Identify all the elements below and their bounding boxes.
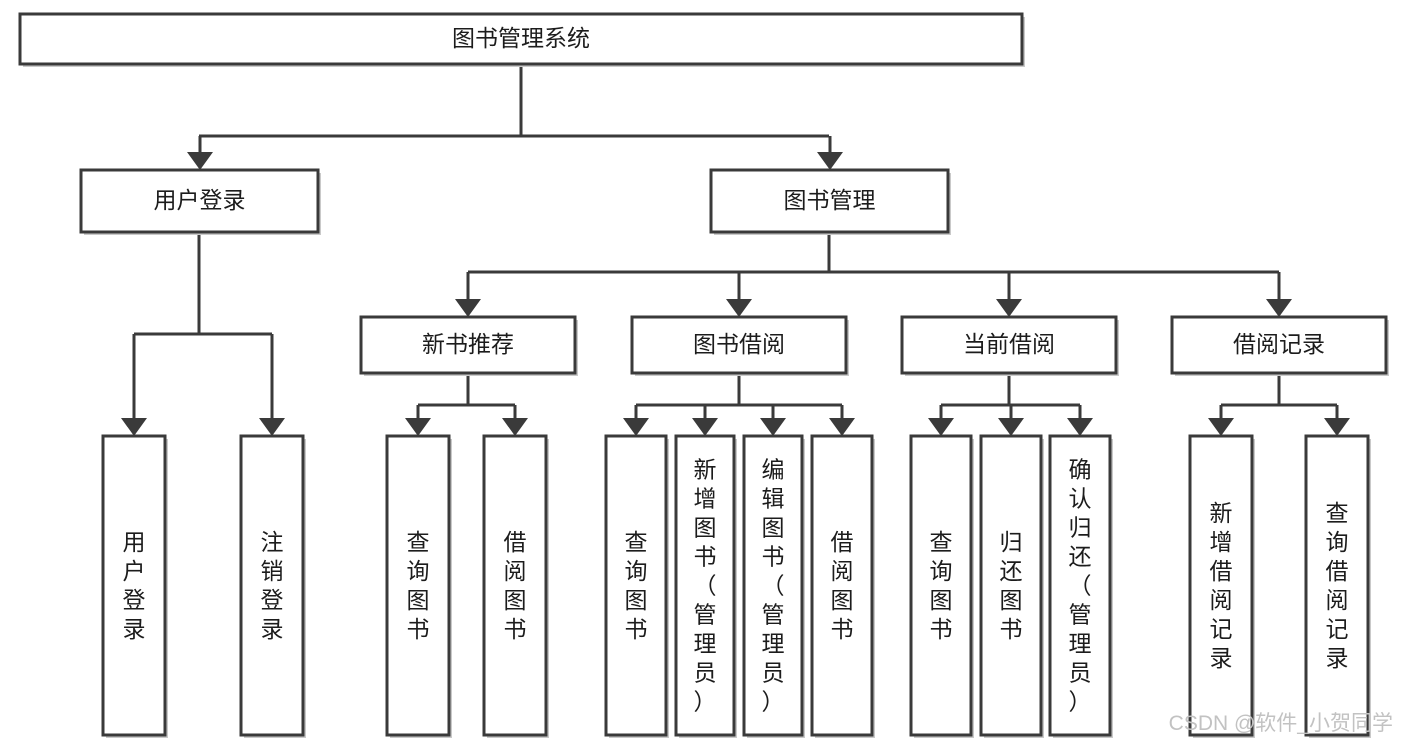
node-box-leaf-borrow-book[interactable] <box>810 434 874 737</box>
node-box-book-borrow[interactable] <box>630 315 848 375</box>
node-label-borrow-record: 借阅记录 <box>1233 331 1325 357</box>
connector-borrow-record-to-leaves <box>1208 373 1350 436</box>
node-label-leaf-borrow-book: 借阅图书 <box>831 529 854 642</box>
node-box-leaf-query-record[interactable] <box>1304 434 1370 737</box>
node-label-current-borrow: 当前借阅 <box>963 331 1055 357</box>
node-leaf-logout[interactable]: 注销登录 <box>239 434 306 738</box>
node-leaf-user-login[interactable]: 用户登录 <box>101 434 168 738</box>
node-user-login[interactable]: 用户登录 <box>79 168 321 235</box>
node-label-user-login: 用户登录 <box>154 187 246 213</box>
connector-current-borrow-to-leaves <box>928 373 1093 436</box>
node-label-leaf-confirm-return: 确认归还（管理员） <box>1069 457 1092 715</box>
node-book-management[interactable]: 图书管理 <box>709 168 951 235</box>
node-label-leaf-edit-book: 编辑图书（管理员） <box>762 457 785 715</box>
node-leaf-query-record[interactable]: 查询借阅记录 <box>1304 434 1371 738</box>
node-label-leaf-logout: 注销登录 <box>261 529 284 642</box>
node-box-leaf-borrow-book-recommend[interactable] <box>482 434 548 737</box>
node-borrow-record[interactable]: 借阅记录 <box>1170 315 1389 376</box>
node-box-borrow-record[interactable] <box>1170 315 1388 375</box>
node-label-leaf-query-book-borrow: 查询图书 <box>625 529 648 642</box>
node-label-leaf-add-record: 新增借阅记录 <box>1210 500 1233 671</box>
node-label-book-borrow: 图书借阅 <box>693 331 785 357</box>
node-leaf-edit-book[interactable]: 编辑图书（管理员） <box>742 434 805 738</box>
node-label-leaf-query-book-recommend: 查询图书 <box>407 529 430 642</box>
connector-layer <box>121 64 1350 436</box>
connector-new-book-recommend-to-leaves <box>405 373 528 436</box>
node-new-book-recommend[interactable]: 新书推荐 <box>359 315 578 376</box>
node-label-leaf-add-book: 新增图书（管理员） <box>694 457 717 715</box>
node-box-leaf-add-record[interactable] <box>1188 434 1254 737</box>
node-leaf-return-book[interactable]: 归还图书 <box>979 434 1044 738</box>
node-box-leaf-query-book-borrow[interactable] <box>604 434 668 737</box>
connector-root-to-level1 <box>187 64 843 170</box>
node-label-leaf-user-login: 用户登录 <box>123 529 146 642</box>
node-box-leaf-logout[interactable] <box>239 434 305 737</box>
node-box-leaf-confirm-return[interactable] <box>1048 434 1112 737</box>
node-label-leaf-borrow-book-recommend: 借阅图书 <box>504 529 527 642</box>
node-box-leaf-edit-book[interactable] <box>742 434 804 737</box>
node-box-leaf-query-book-current[interactable] <box>909 434 973 737</box>
node-box-leaf-return-book[interactable] <box>979 434 1043 737</box>
connector-user-login-to-leaves <box>121 232 285 436</box>
connector-book-borrow-to-leaves <box>623 373 855 436</box>
node-box-current-borrow[interactable] <box>900 315 1118 375</box>
node-leaf-query-book-recommend[interactable]: 查询图书 <box>385 434 452 738</box>
node-leaf-query-book-borrow[interactable]: 查询图书 <box>604 434 669 738</box>
node-box-leaf-add-book[interactable] <box>674 434 736 737</box>
node-label-book-management: 图书管理 <box>784 187 876 213</box>
node-box-root[interactable] <box>18 12 1024 66</box>
node-label-root: 图书管理系统 <box>452 25 590 51</box>
node-box-leaf-user-login[interactable] <box>101 434 167 737</box>
csdn-watermark: CSDN @软件_小贺同学 <box>1169 712 1393 735</box>
watermark-layer: CSDN @软件_小贺同学 <box>1169 712 1393 735</box>
node-book-borrow[interactable]: 图书借阅 <box>630 315 849 376</box>
node-layer: 图书管理系统用户登录图书管理新书推荐图书借阅当前借阅借阅记录用户登录注销登录查询… <box>18 12 1389 738</box>
node-label-leaf-query-record: 查询借阅记录 <box>1326 500 1349 671</box>
node-leaf-add-record[interactable]: 新增借阅记录 <box>1188 434 1255 738</box>
node-label-new-book-recommend: 新书推荐 <box>422 331 514 357</box>
node-box-leaf-query-book-recommend[interactable] <box>385 434 451 737</box>
node-label-leaf-query-book-current: 查询图书 <box>930 529 953 642</box>
node-box-user-login[interactable] <box>79 168 320 234</box>
node-box-new-book-recommend[interactable] <box>359 315 577 375</box>
node-leaf-confirm-return[interactable]: 确认归还（管理员） <box>1048 434 1113 738</box>
node-leaf-borrow-book-recommend[interactable]: 借阅图书 <box>482 434 549 738</box>
node-root[interactable]: 图书管理系统 <box>18 12 1025 67</box>
node-leaf-add-book[interactable]: 新增图书（管理员） <box>674 434 737 738</box>
node-leaf-query-book-current[interactable]: 查询图书 <box>909 434 974 738</box>
connector-book-management-to-level2 <box>455 232 1292 317</box>
node-leaf-borrow-book[interactable]: 借阅图书 <box>810 434 875 738</box>
node-box-book-management[interactable] <box>709 168 950 234</box>
node-label-leaf-return-book: 归还图书 <box>1000 529 1023 642</box>
node-current-borrow[interactable]: 当前借阅 <box>900 315 1119 376</box>
